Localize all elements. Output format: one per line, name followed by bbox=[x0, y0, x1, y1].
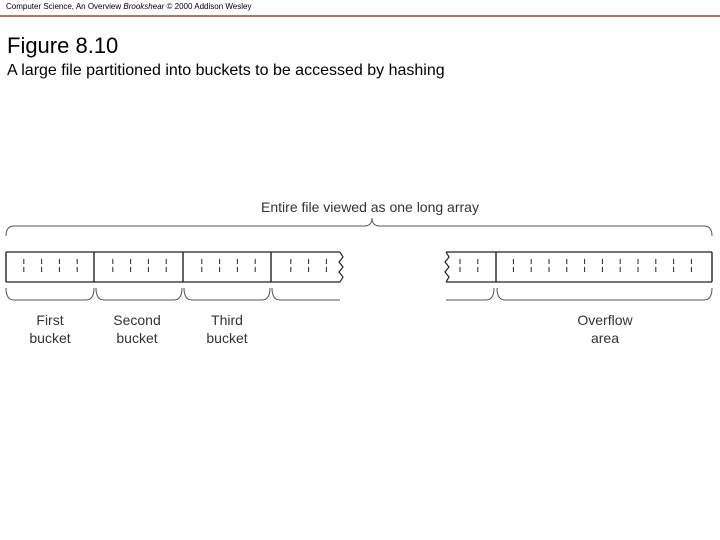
figure-title: Figure 8.10 bbox=[7, 33, 119, 58]
overflow-label-2: area bbox=[591, 330, 619, 346]
array-label: Entire file viewed as one long array bbox=[261, 199, 479, 215]
array-right-segment bbox=[444, 251, 713, 283]
overflow-bracket bbox=[496, 287, 713, 301]
array-break-right bbox=[338, 251, 344, 283]
fourth-bucket-bracket bbox=[271, 287, 340, 301]
array-break-left bbox=[444, 251, 450, 283]
second-bucket-label-2: bucket bbox=[116, 330, 157, 346]
third-bucket-bracket bbox=[183, 287, 271, 301]
first-bucket-label-1: First bbox=[36, 312, 63, 328]
header-rule bbox=[0, 15, 720, 17]
figure-subtitle: A large file partitioned into buckets to… bbox=[7, 62, 445, 79]
second-bucket-bracket bbox=[95, 287, 183, 301]
overflow-label-1: Overflow bbox=[577, 312, 633, 328]
array-brace bbox=[5, 217, 713, 237]
hash-file-diagram: Entire file viewed as one long array Fir… bbox=[5, 199, 713, 346]
array-left-segment bbox=[5, 251, 344, 283]
first-bucket-label-2: bucket bbox=[29, 330, 70, 346]
slide-credit: Computer Science, An Overview Brookshear… bbox=[6, 2, 252, 11]
second-bucket-label-1: Second bbox=[113, 312, 160, 328]
first-bucket-bracket bbox=[5, 287, 95, 301]
third-bucket-label-1: Third bbox=[211, 312, 243, 328]
left-overflow-bracket bbox=[446, 287, 495, 301]
third-bucket-label-2: bucket bbox=[206, 330, 247, 346]
